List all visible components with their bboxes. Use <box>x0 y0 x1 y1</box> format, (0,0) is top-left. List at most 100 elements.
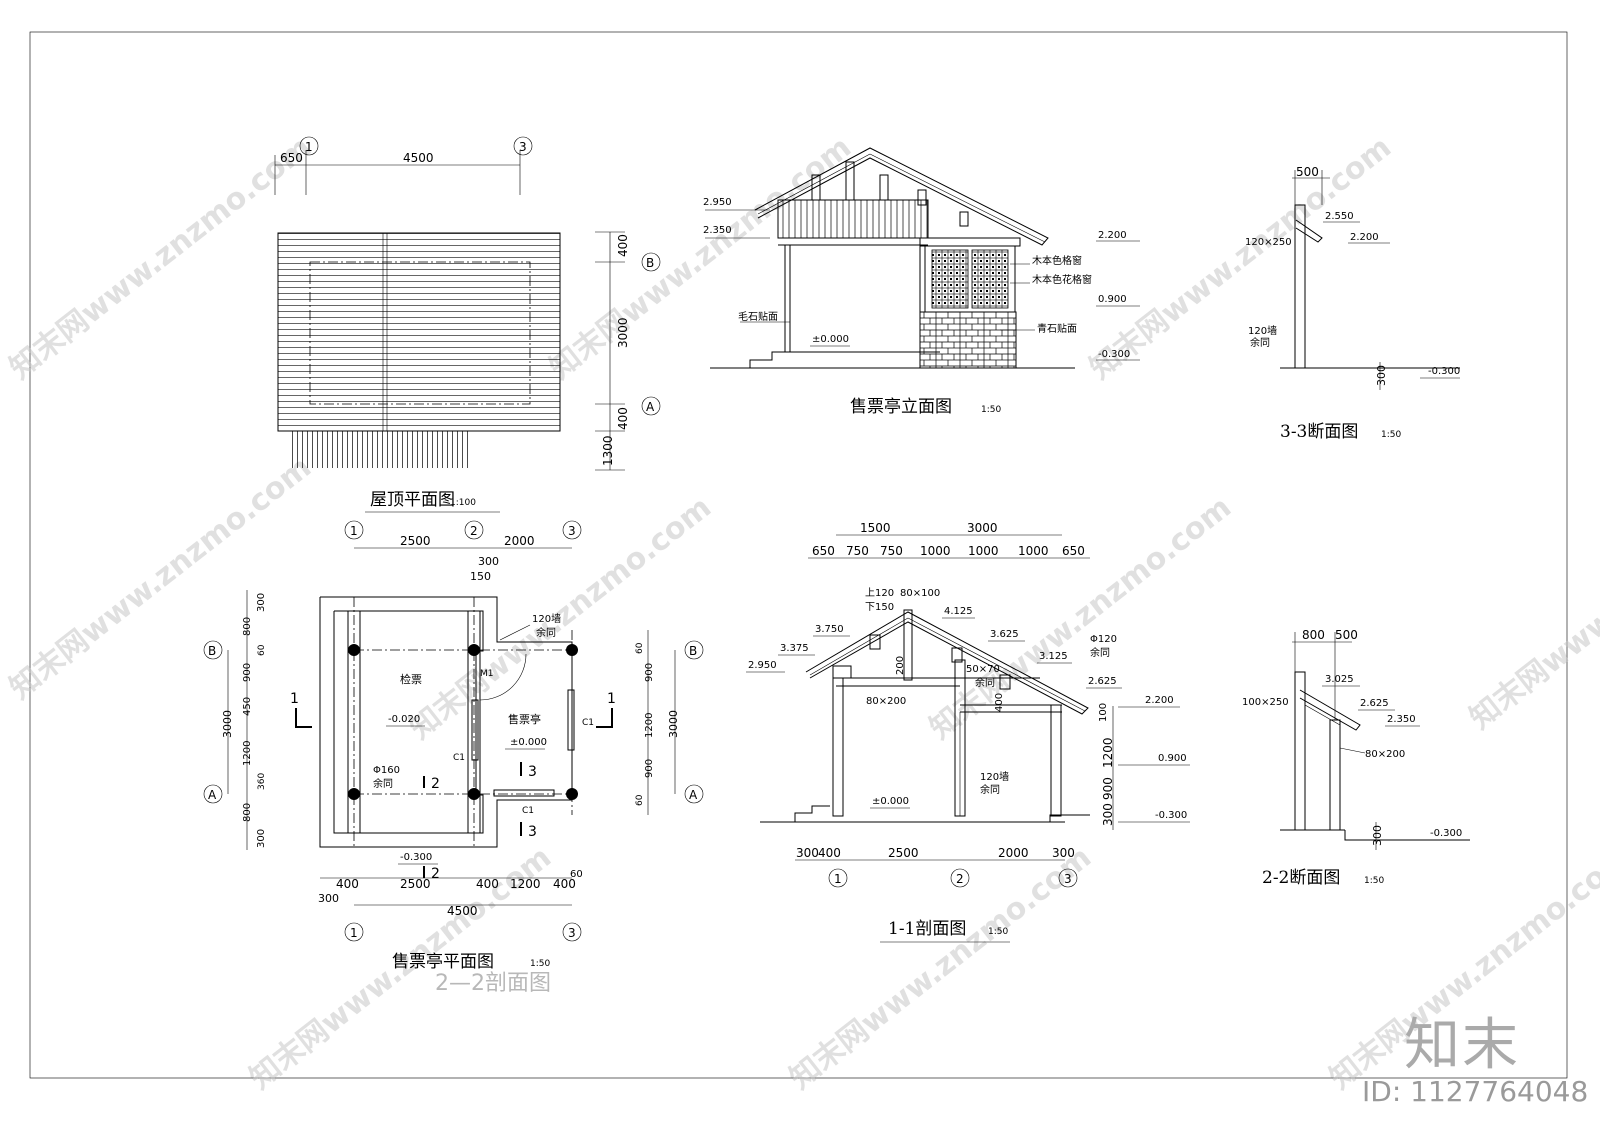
member-note: Φ120 <box>1090 634 1117 645</box>
dimension-label: 60 <box>635 794 645 806</box>
dimension-label: 300 <box>256 593 267 612</box>
drawing-title: 2-2断面图 <box>1262 868 1340 888</box>
level-mark: 2.350 <box>1387 714 1416 725</box>
dimension-label: 4500 <box>403 151 434 165</box>
level-mark: -0.300 <box>1098 349 1130 360</box>
member-note: 80×100 <box>900 588 940 599</box>
dimension-label: 1200 <box>242 741 253 766</box>
dimension-label: 900 <box>242 663 253 682</box>
drawing-scale: 1:50 <box>988 927 1008 937</box>
overlay-caption: 2—2剖面图 <box>435 971 551 996</box>
level-mark: ±0.000 <box>872 796 909 807</box>
watermark-layer: 知末网www.znzmo.com 知末网www.znzmo.com 知末网www… <box>3 130 1600 1097</box>
dimension-label: 800 <box>242 803 253 822</box>
level-mark: 2.625 <box>1360 698 1389 709</box>
dimension-label: 3000 <box>221 710 234 738</box>
axis-bubble: A <box>646 400 655 414</box>
level-mark: -0.020 <box>388 714 420 725</box>
material-note: 毛石贴面 <box>738 310 778 323</box>
member-note: 余同 <box>1090 646 1110 659</box>
dimension-label: 800 <box>242 617 253 636</box>
member-note: 余同 <box>1250 336 1270 349</box>
section-1-1-drawing: 1500 3000 650 750 750 1000 1000 1000 650… <box>746 521 1190 943</box>
axis-bubble: 1 <box>350 524 358 538</box>
dimension-label: 2000 <box>504 534 535 548</box>
dimension-label: 500 <box>1296 165 1319 179</box>
dimension-label: 100 <box>1098 703 1109 722</box>
dimension-label: 900 <box>1101 777 1115 800</box>
window-tag: C1 <box>522 806 534 816</box>
member-note: 200 <box>895 656 906 675</box>
material-note: 青石贴面 <box>1037 322 1077 335</box>
dimension-label: 1000 <box>920 544 951 558</box>
dimension-label: 1200 <box>510 877 541 891</box>
brand-id-label: ID: 1127764048 <box>1362 1075 1589 1108</box>
drawing-title: 屋顶平面图 <box>370 490 455 510</box>
drawing-scale: 1:50 <box>1381 430 1401 440</box>
dimension-label: 1200 <box>1101 737 1115 768</box>
axis-bubble: A <box>208 788 217 802</box>
level-mark: 2.625 <box>1088 676 1117 687</box>
dimension-label: 1000 <box>968 544 999 558</box>
dimension-label: 300 <box>318 892 339 905</box>
dimension-label: 300 <box>256 829 267 848</box>
watermark: 知末网www.znzmo.com <box>1083 130 1398 387</box>
brand-logo: 知末 <box>1404 1013 1520 1078</box>
dimension-label: 60 <box>635 642 645 654</box>
level-mark: -0.300 <box>1430 828 1462 839</box>
dimension-label: 750 <box>846 544 869 558</box>
axis-bubble: 3 <box>568 926 576 940</box>
section-mark: 3 <box>528 824 537 840</box>
level-mark: 2.350 <box>703 225 732 236</box>
material-note: 木本色格窗 <box>1032 254 1082 267</box>
drawing-scale: 1:50 <box>1364 876 1384 886</box>
axis-bubble: B <box>689 644 697 658</box>
dimension-label: 1000 <box>1018 544 1049 558</box>
drawing-title: 1-1剖面图 <box>888 919 966 939</box>
plan-note: 余同 <box>373 777 393 790</box>
member-note: 余同 <box>980 783 1000 796</box>
level-mark: 3.375 <box>780 643 809 654</box>
window-tag: C1 <box>453 753 465 763</box>
floor-plan-drawing: 1 2 3 2500 2000 300 150 检票 售票亭 -0.020 ±0… <box>203 520 704 996</box>
axis-bubble: 1 <box>350 926 358 940</box>
dimension-label: 400 <box>818 846 841 860</box>
dimension-label: 360 <box>257 773 267 790</box>
dimension-label: 150 <box>470 570 491 583</box>
drawing-title: 售票亭平面图 <box>392 952 494 972</box>
dimension-label: 400 <box>476 877 499 891</box>
level-mark: 2.950 <box>703 197 732 208</box>
window-tag: C1 <box>582 718 594 728</box>
drawing-title: 3-3断面图 <box>1280 422 1358 442</box>
elevation-drawing: 2.950 2.350 2.200 0.900 ±0.000 -0.300 木本… <box>703 147 1140 417</box>
dimension-label: 300 <box>1371 825 1384 846</box>
dimension-label: 2500 <box>400 877 431 891</box>
dimension-label: 750 <box>880 544 903 558</box>
level-mark: 2.200 <box>1145 695 1174 706</box>
member-note: 余同 <box>975 676 995 689</box>
axis-bubble: 3 <box>1064 872 1072 886</box>
axis-bubble: B <box>208 644 216 658</box>
drawing-title: 售票亭立面图 <box>850 397 952 417</box>
axis-bubble: 1 <box>305 140 313 154</box>
drawing-scale: 1:100 <box>450 498 476 508</box>
level-mark: 0.900 <box>1098 294 1127 305</box>
level-mark: 4.125 <box>944 606 973 617</box>
dimension-label: 650 <box>1062 544 1085 558</box>
dimension-label: 300 <box>1375 365 1388 386</box>
member-note: 120墙 <box>1248 324 1277 337</box>
member-note: 上120 <box>865 587 894 599</box>
axis-bubble: B <box>646 256 654 270</box>
drawing-scale: 1:50 <box>981 405 1001 415</box>
member-note: 120×250 <box>1245 237 1292 248</box>
drawing-scale: 1:50 <box>530 959 550 969</box>
section-2-2-drawing: 800 500 100×250 80×200 3.025 2.625 2.350… <box>1242 628 1470 888</box>
level-mark: ±0.000 <box>812 334 849 345</box>
dimension-label: 3000 <box>967 521 998 535</box>
dimension-label: 1500 <box>860 521 891 535</box>
dimension-label: 300 <box>1101 803 1115 826</box>
dimension-label: 400 <box>616 234 630 257</box>
sheet-border <box>29 31 1568 1079</box>
level-mark: 2.550 <box>1325 211 1354 222</box>
dimension-label: 300 <box>796 846 819 860</box>
